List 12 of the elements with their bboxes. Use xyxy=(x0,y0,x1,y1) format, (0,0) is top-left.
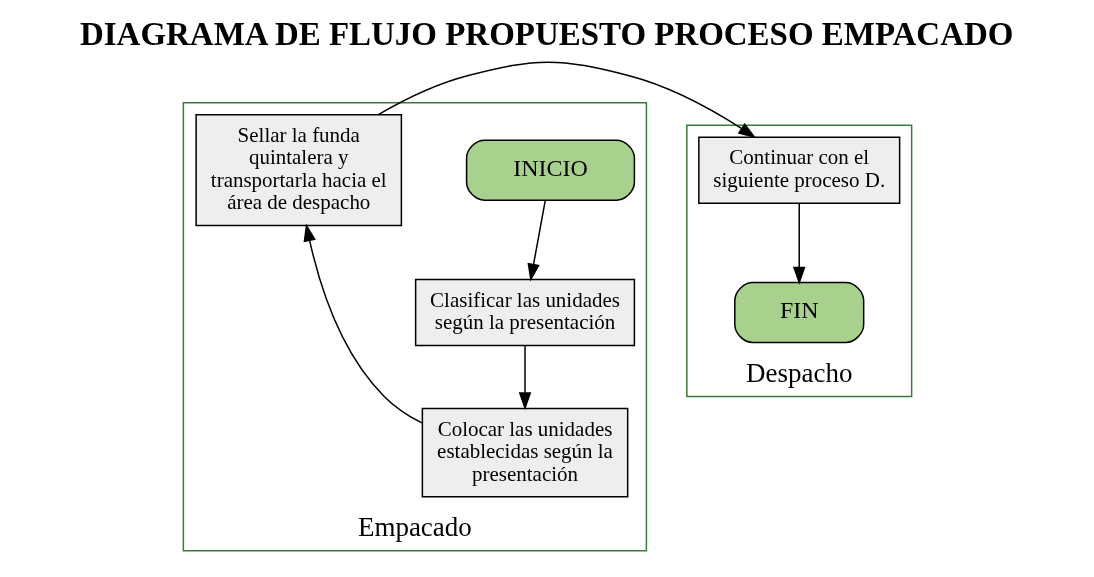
node-box: Colocar las unidades establecidas según la presentación xyxy=(421,407,628,498)
arrow xyxy=(377,61,756,139)
node-box: FIN xyxy=(733,281,864,344)
node-box: INICIO xyxy=(465,139,635,201)
arrow xyxy=(303,223,423,424)
arrow xyxy=(518,345,531,411)
node-box: Sellar la funda quintalera y transportarla hacia el área de despacho xyxy=(194,113,402,227)
arrow xyxy=(792,202,806,285)
node-box: Continuar con el siguiente proceso D. xyxy=(697,136,900,204)
arrow xyxy=(526,199,546,282)
node-box: Clasificar las unidades según la presentación xyxy=(414,278,635,347)
diagram-title: DIAGRAMA DE FLUJO PROPUESTO PROCESO EMPACADO xyxy=(79,16,1013,53)
